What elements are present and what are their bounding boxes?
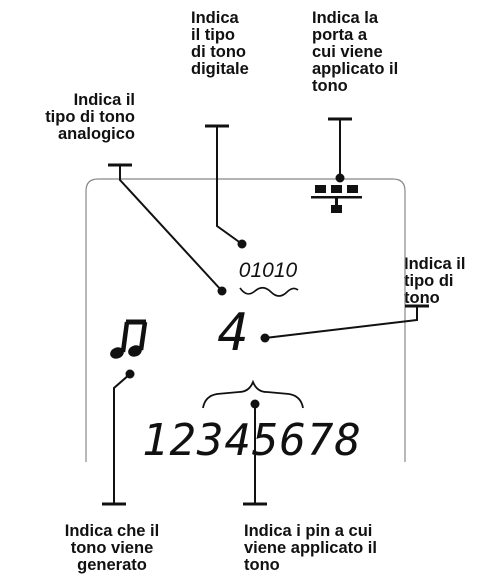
label-line: tono <box>404 289 440 307</box>
label-tone-type: Indica il tipo di tono <box>404 256 465 307</box>
label-line: applicato il <box>312 60 399 78</box>
label-line: tono viene <box>70 539 154 557</box>
label-line: Indica la <box>312 9 379 27</box>
tone-number-digit: 4 <box>217 303 248 363</box>
label-pins: Indica i pin a cui viene applicato il to… <box>244 523 377 574</box>
label-line: Indica che il <box>64 522 160 540</box>
label-line: porta a <box>312 26 368 44</box>
lcd-panel-outline <box>85 178 406 462</box>
label-line: il tipo <box>191 26 235 44</box>
label-line: analogico <box>57 125 135 143</box>
label-line: cui viene <box>312 43 383 61</box>
label-line: tono <box>312 77 348 95</box>
label-line: Indica i pin a cui <box>244 522 373 540</box>
label-line: digitale <box>191 60 249 78</box>
digital-code-text: 01010 <box>239 259 298 282</box>
digital-wave <box>239 286 299 297</box>
label-line: tipo di tono <box>45 108 135 126</box>
leader-dots <box>125 173 345 409</box>
pins-bracket <box>202 379 304 409</box>
music-notes-icon <box>110 319 148 359</box>
label-line: di tono <box>191 43 246 61</box>
label-line: Indica <box>191 9 239 27</box>
leader-lines <box>102 117 429 506</box>
label-line: viene applicato il <box>244 539 377 557</box>
label-analog-tone: Indica il tipo di tono analogico <box>45 92 135 143</box>
label-line: generato <box>77 556 147 574</box>
label-tone-generated: Indica che il tono viene generato <box>22 523 202 574</box>
pins-digits: 12345678 <box>142 415 362 466</box>
network-port-icon <box>311 185 362 213</box>
label-digital-tone: Indica il tipo di tono digitale <box>191 10 249 78</box>
label-port: Indica la porta a cui viene applicato il… <box>312 10 398 95</box>
label-line: Indica il <box>404 255 466 273</box>
label-line: Indica il <box>73 91 135 109</box>
label-line: tono <box>244 556 280 574</box>
label-line: tipo di <box>404 272 454 290</box>
